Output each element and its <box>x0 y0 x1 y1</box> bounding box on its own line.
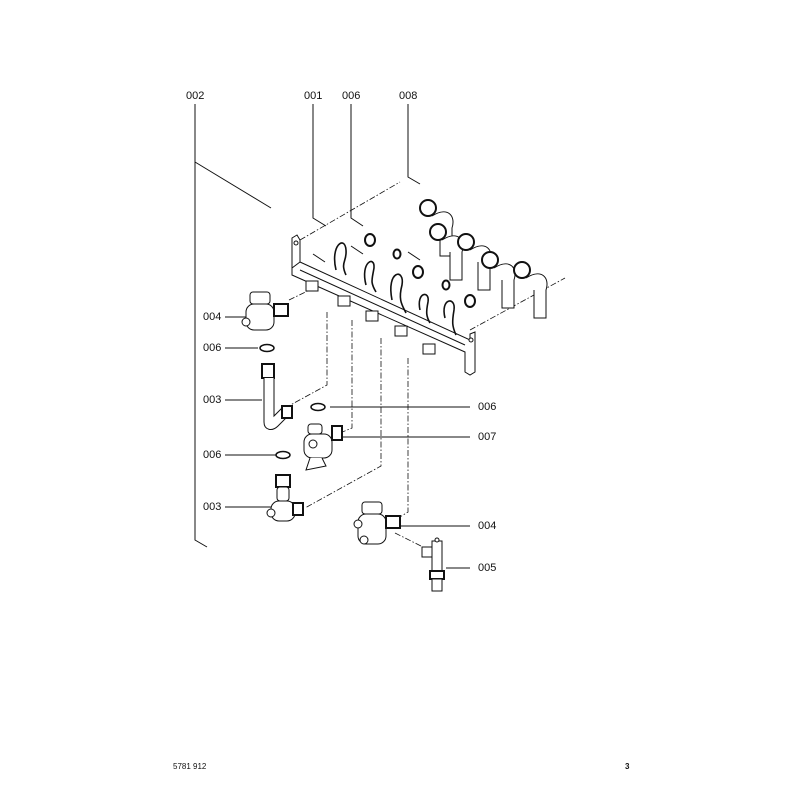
callout-005: 005 <box>478 562 497 574</box>
retaining-clips <box>333 242 457 336</box>
elbow-fittings-008 <box>419 199 548 319</box>
valve-004-left <box>241 291 289 331</box>
callout-007: 007 <box>478 431 497 443</box>
callout-001: 001 <box>304 90 323 102</box>
valve-004-right <box>353 501 401 545</box>
leader-006-top <box>350 104 364 255</box>
callout-002: 002 <box>186 90 205 102</box>
seals-006 <box>259 233 476 460</box>
callout-008: 008 <box>399 90 418 102</box>
valve-007 <box>303 423 343 471</box>
leader-001 <box>312 104 327 263</box>
mounting-bracket-001 <box>291 234 476 376</box>
callout-006-left-1: 006 <box>203 342 222 354</box>
callout-006-right: 006 <box>478 401 497 413</box>
fitting-003-lower <box>266 474 304 522</box>
callout-004-right: 004 <box>478 520 497 532</box>
callout-006-top: 006 <box>342 90 361 102</box>
leader-002 <box>194 104 272 548</box>
callout-004-left: 004 <box>203 311 222 323</box>
leader-008 <box>407 104 421 261</box>
callout-003-upper: 003 <box>203 394 222 406</box>
callout-006-left-2: 006 <box>203 449 222 461</box>
page-number: 3 <box>625 762 630 771</box>
callout-003-lower: 003 <box>203 501 222 513</box>
document-number: 5781 912 <box>173 762 207 771</box>
drain-valve-005 <box>421 537 445 592</box>
pipe-003-upper <box>261 363 293 430</box>
